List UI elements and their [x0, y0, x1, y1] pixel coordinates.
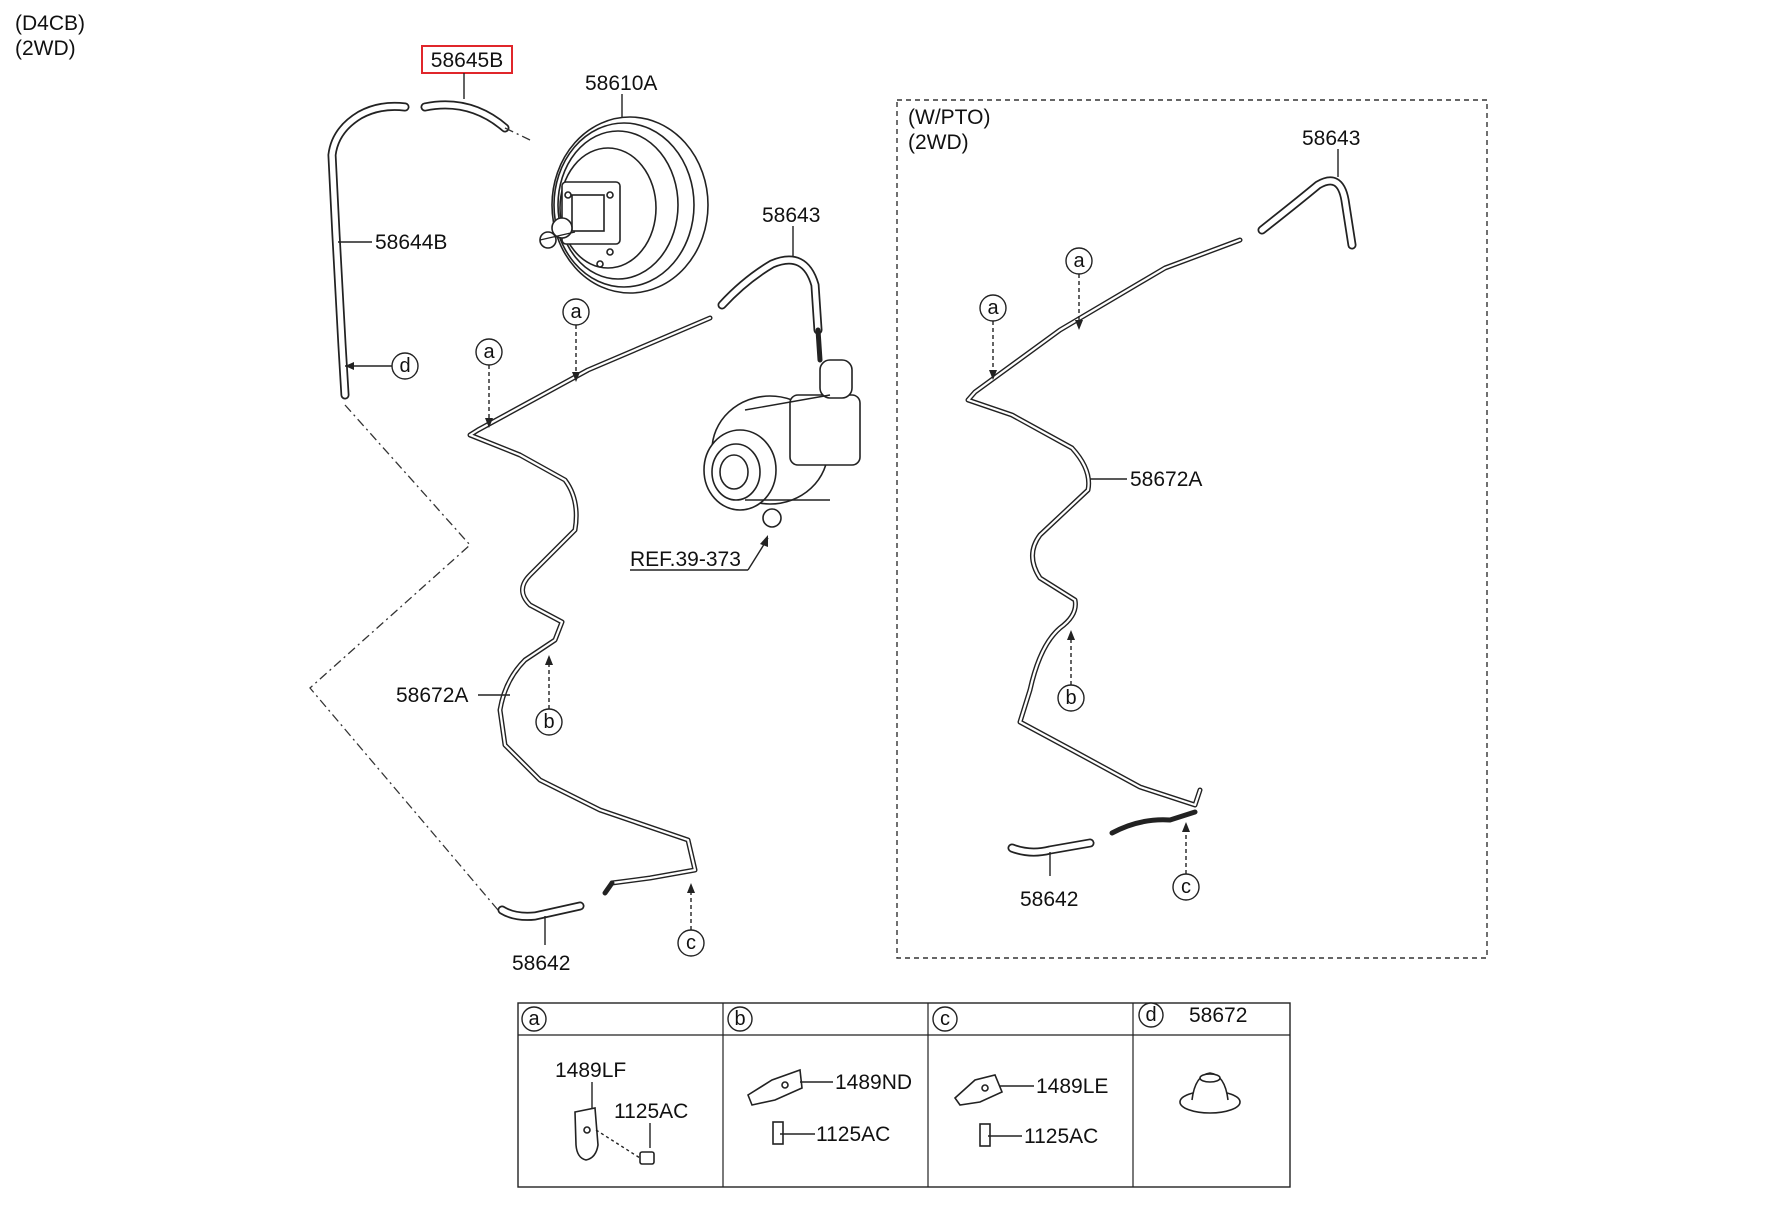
legend-cell-c[interactable]: c 1489LE 1125AC	[932, 1006, 1108, 1148]
brake-booster[interactable]	[539, 116, 709, 294]
label-58642-pto: 58642	[1020, 888, 1078, 911]
pto-variant-box	[896, 99, 1488, 959]
callout-a-pto-1[interactable]: a	[979, 294, 1007, 322]
callout-c-pto[interactable]: c	[1172, 873, 1200, 901]
svg-text:58645B: 58645B	[431, 49, 503, 72]
callout-a-left-2[interactable]: a	[562, 298, 590, 326]
svg-text:c: c	[686, 932, 696, 954]
bracket-icon	[953, 1074, 1004, 1106]
bracket-icon	[747, 1068, 803, 1106]
svg-text:c: c	[1181, 876, 1191, 898]
alternator-vacuum-pump[interactable]	[703, 327, 861, 528]
svg-text:b: b	[734, 1008, 745, 1030]
hose-58643-left[interactable]	[717, 255, 823, 335]
callout-c-left[interactable]: c	[677, 929, 705, 957]
legend-a-part-2: 1125AC	[614, 1100, 688, 1123]
hose-58643-pto[interactable]	[1257, 176, 1357, 250]
connection-line-d	[309, 404, 499, 911]
legend-cell-a[interactable]: a 1489LF 1125AC	[521, 1006, 688, 1165]
pipe-58672a-pto[interactable]	[965, 237, 1243, 808]
svg-text:d: d	[399, 355, 410, 377]
pipe-58672a-left[interactable]	[467, 315, 713, 886]
callout-a-pto-2[interactable]: a	[1065, 247, 1093, 275]
callout-b-left[interactable]: b	[535, 708, 563, 736]
label-58642-left: 58642	[512, 952, 570, 975]
label-58610a: 58610A	[585, 72, 657, 95]
hose-58644b[interactable]	[327, 101, 410, 400]
engine-code: (D4CB)	[15, 12, 85, 35]
bolt-icon	[979, 1123, 991, 1147]
callout-b-pto[interactable]: b	[1057, 684, 1085, 712]
legend-cell-b[interactable]: b 1489ND 1125AC	[727, 1006, 912, 1146]
legend-b-part-1: 1489ND	[835, 1071, 912, 1094]
label-58672a-left: 58672A	[396, 684, 468, 707]
svg-text:a: a	[528, 1008, 540, 1030]
legend-a-part-1: 1489LF	[555, 1059, 626, 1082]
legend-d-part-1: 58672	[1189, 1004, 1247, 1027]
svg-text:b: b	[543, 711, 554, 733]
svg-text:d: d	[1145, 1004, 1156, 1026]
legend-cell-d[interactable]: d 58672	[1138, 1002, 1247, 1114]
drive-type: (2WD)	[15, 37, 76, 60]
label-58644b: 58644B	[375, 231, 447, 254]
pto-drive: (2WD)	[908, 131, 969, 154]
label-58672a-pto: 58672A	[1130, 468, 1202, 491]
part-label-58645b[interactable]: 58645B	[421, 45, 513, 74]
legend-table	[517, 1002, 1291, 1188]
svg-text:a: a	[1073, 250, 1085, 272]
legend-c-part-1: 1489LE	[1036, 1075, 1108, 1098]
svg-text:a: a	[483, 341, 495, 363]
label-58643-pto: 58643	[1302, 127, 1360, 150]
hose-58642-left[interactable]	[497, 880, 615, 921]
svg-text:a: a	[570, 301, 582, 323]
legend-b-part-2: 1125AC	[816, 1123, 890, 1146]
clip-icon	[574, 1107, 599, 1161]
bolt-icon	[772, 1121, 784, 1145]
callout-d[interactable]: d	[391, 352, 419, 380]
grommet-icon	[1179, 1072, 1241, 1114]
reference-label: REF.39-373	[630, 548, 741, 571]
legend-c-part-2: 1125AC	[1024, 1125, 1098, 1148]
bolt-icon	[639, 1151, 655, 1165]
svg-text:a: a	[987, 297, 999, 319]
callout-a-left-1[interactable]: a	[475, 338, 503, 366]
pto-title: (W/PTO)	[908, 106, 990, 129]
dash-58645b	[504, 127, 531, 141]
label-58643-left: 58643	[762, 204, 820, 227]
hose-58645b[interactable]	[420, 100, 510, 133]
svg-text:b: b	[1065, 687, 1076, 709]
hose-58642-pto[interactable]	[1007, 809, 1198, 857]
svg-text:c: c	[940, 1008, 950, 1030]
